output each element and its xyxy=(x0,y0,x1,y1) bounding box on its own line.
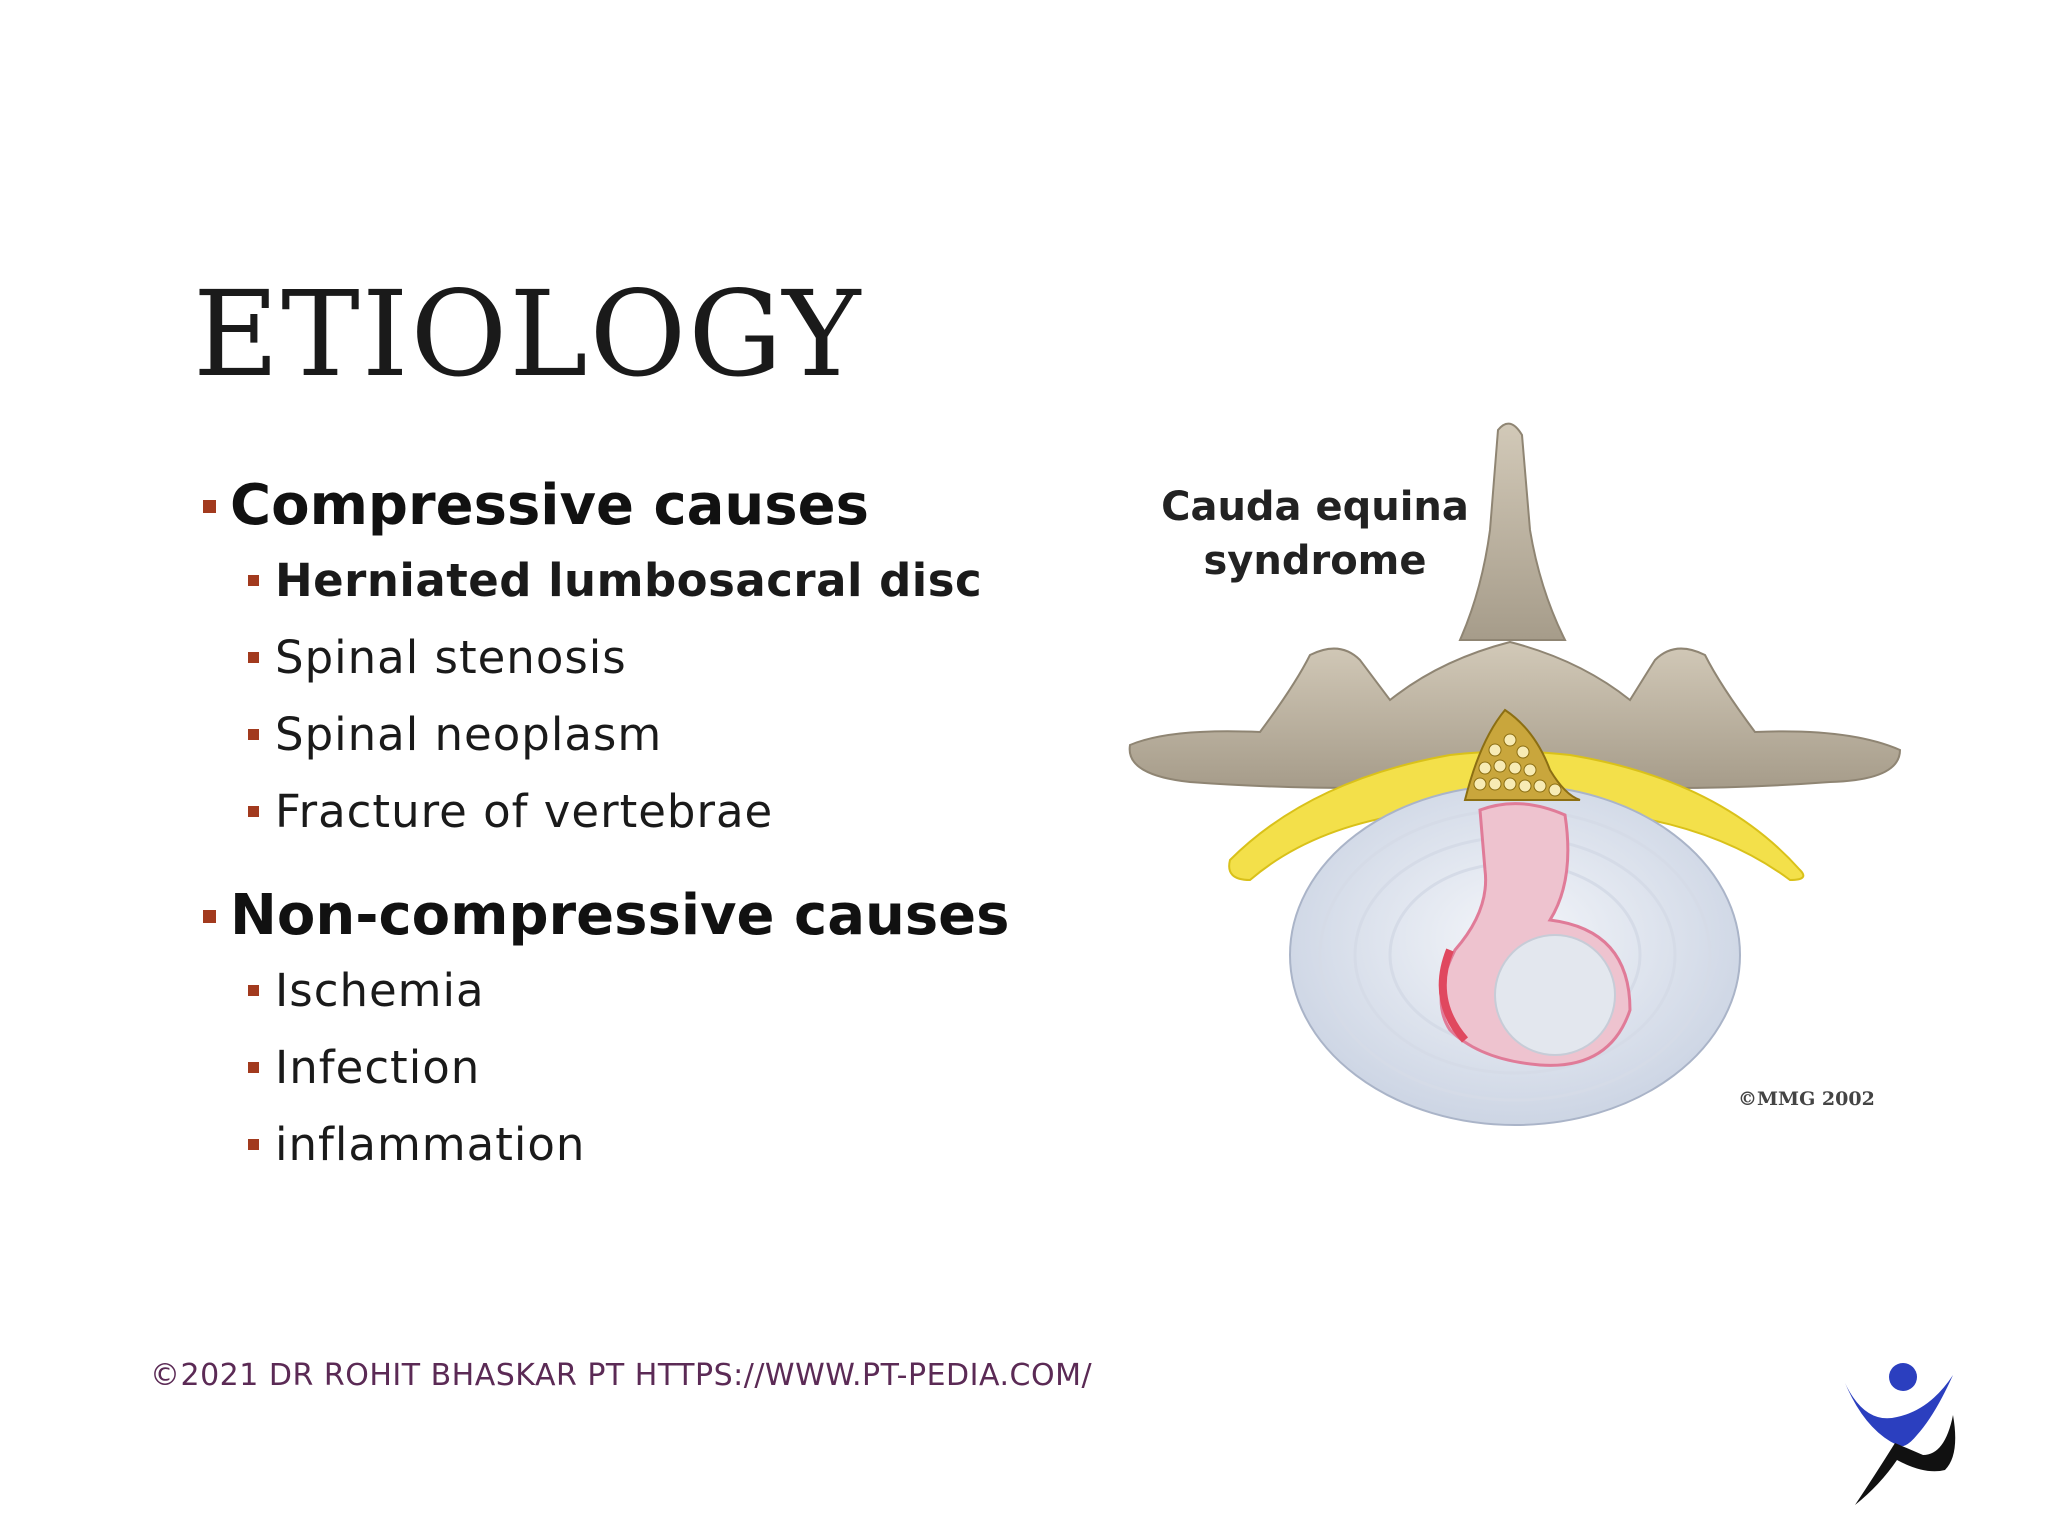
list-item: Fracture of vertebrae xyxy=(200,773,1020,850)
list-item: Spinal stenosis xyxy=(200,619,1020,696)
list-item: Infection xyxy=(200,1029,1020,1106)
spinous-process xyxy=(1458,422,1567,641)
figure-copyright: ©MMG 2002 xyxy=(1738,1088,1875,1110)
list-item: Herniated lumbosacral disc xyxy=(200,542,1020,619)
list-item-text: Infection xyxy=(275,1041,481,1094)
list-item: inflammation xyxy=(200,1106,1020,1183)
square-bullet-icon xyxy=(203,910,216,923)
section-gap xyxy=(200,850,1020,880)
section-heading-text: Non-compressive causes xyxy=(230,883,1010,948)
list-item-text: Herniated lumbosacral disc xyxy=(275,554,983,607)
bullet-list: Compressive causes Herniated lumbosacral… xyxy=(200,470,1020,1183)
list-item-text: inflammation xyxy=(275,1118,586,1171)
slide-footer: ©2021 DR ROHIT BHASKAR PT HTTPS://WWW.PT… xyxy=(150,1358,1093,1393)
square-bullet-icon xyxy=(248,1062,259,1073)
section-heading: Non-compressive causes xyxy=(200,880,1020,952)
figure-label: Cauda equina syndrome xyxy=(1150,480,1480,588)
square-bullet-icon xyxy=(203,500,216,513)
square-bullet-icon xyxy=(248,652,259,663)
square-bullet-icon xyxy=(248,729,259,740)
list-item-text: Spinal stenosis xyxy=(275,631,627,684)
list-item-text: Fracture of vertebrae xyxy=(275,785,774,838)
slide-title: ETIOLOGY xyxy=(193,265,863,403)
square-bullet-icon xyxy=(248,575,259,586)
vertebra-illustration xyxy=(1128,422,1902,1126)
ligament xyxy=(1228,750,1805,882)
figure-label-line2: syndrome xyxy=(1203,538,1427,584)
square-bullet-icon xyxy=(248,806,259,817)
square-bullet-icon xyxy=(248,1139,259,1150)
list-item-text: Spinal neoplasm xyxy=(275,708,663,761)
list-item: Spinal neoplasm xyxy=(200,696,1020,773)
list-item: Ischemia xyxy=(200,952,1020,1029)
list-item-text: Ischemia xyxy=(275,964,485,1017)
running-figure-logo-icon xyxy=(1845,1363,1956,1505)
section-heading-text: Compressive causes xyxy=(230,473,869,538)
cauda-equina-illustration: Cauda equina syndrome ©MMG 2002 xyxy=(1110,410,1930,1150)
square-bullet-icon xyxy=(248,985,259,996)
figure-label-line1: Cauda equina xyxy=(1161,484,1469,530)
section-heading: Compressive causes xyxy=(200,470,1020,542)
